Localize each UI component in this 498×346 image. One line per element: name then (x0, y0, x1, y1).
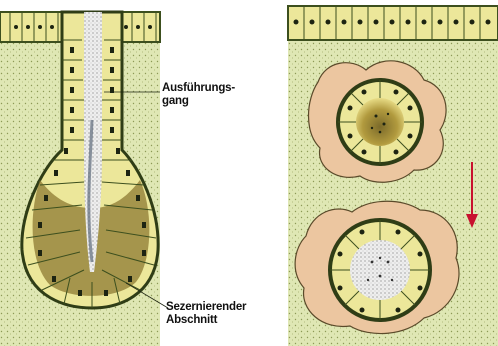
secretory-portion-label-line1: Sezernierender (166, 301, 246, 314)
tubular-gland (0, 12, 168, 346)
acinar-gland (288, 6, 498, 346)
acinus-upper-core (356, 98, 404, 146)
secretory-portion-label-line2: Abschnitt (166, 314, 246, 327)
excretory-duct-label: Ausführungs- gang (162, 82, 235, 108)
excretory-duct-label-line2: gang (162, 95, 235, 108)
excretory-duct-label-line1: Ausführungs- (162, 82, 235, 95)
acinus-lower (295, 201, 459, 333)
secretory-portion-label: Sezernierender Abschnitt (166, 301, 246, 327)
